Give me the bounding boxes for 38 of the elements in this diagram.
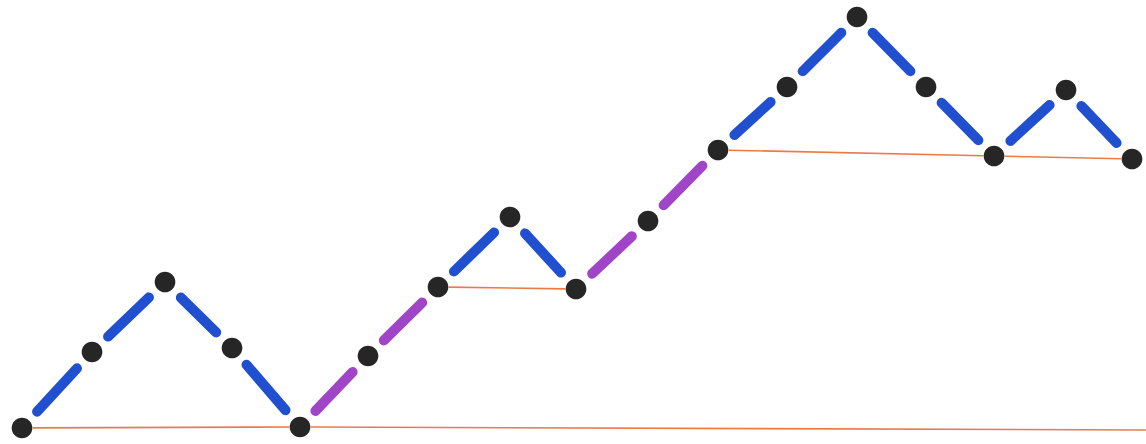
dot xyxy=(1055,79,1077,101)
dot xyxy=(427,276,449,298)
dot xyxy=(357,345,379,367)
path-segment xyxy=(103,292,154,342)
baseline xyxy=(31,426,291,429)
path-segment xyxy=(32,363,82,417)
baseline xyxy=(309,426,1146,431)
baseline xyxy=(727,149,985,157)
path-segment xyxy=(520,228,566,278)
path-segment xyxy=(378,297,428,346)
path-segment xyxy=(310,367,358,416)
path-segment xyxy=(936,97,984,146)
baseline xyxy=(1003,155,1123,160)
path-segment xyxy=(729,97,776,140)
dot xyxy=(637,210,659,232)
dot xyxy=(983,145,1005,167)
dot xyxy=(154,271,176,293)
dot xyxy=(11,417,33,439)
dot xyxy=(846,6,868,28)
dot xyxy=(776,76,798,98)
path-segment xyxy=(867,27,916,77)
dot xyxy=(221,337,243,359)
dot xyxy=(915,76,937,98)
dot xyxy=(1121,148,1143,170)
baseline xyxy=(447,286,567,290)
path-segment xyxy=(797,27,847,77)
path-segment xyxy=(1005,100,1055,146)
dot xyxy=(289,416,311,438)
path-segment xyxy=(175,292,222,338)
path-segment xyxy=(448,227,500,277)
path-segment xyxy=(587,231,637,279)
dot xyxy=(499,206,521,228)
dot xyxy=(565,278,587,300)
path-segment xyxy=(241,359,291,416)
dot xyxy=(707,139,729,161)
path-segment xyxy=(658,160,708,211)
path-segment xyxy=(1076,101,1122,148)
dot xyxy=(81,341,103,363)
